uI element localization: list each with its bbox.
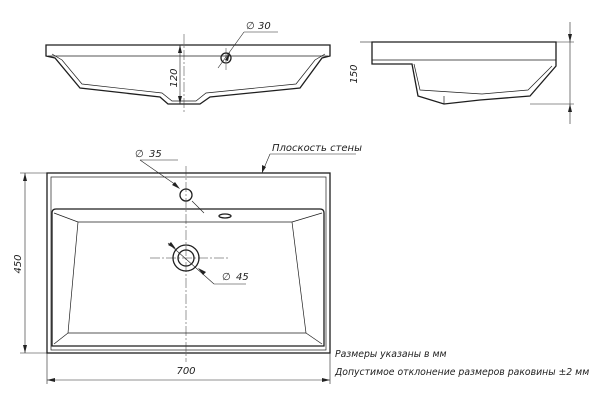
plan-width-label: 700 bbox=[176, 366, 195, 377]
plan-outer-outline bbox=[46, 172, 331, 354]
plan-view: ∅ 35 ∅ 45 Плоскость стены 450 700 bbox=[13, 143, 362, 384]
plan-hole-leader bbox=[139, 159, 177, 186]
plan-drain-leader bbox=[167, 242, 215, 285]
front-height-label: 120 bbox=[169, 68, 180, 87]
plan-basin-floor bbox=[67, 221, 307, 334]
plan-drain-arrow-2 bbox=[198, 268, 206, 275]
plan-basin-inner-outline bbox=[51, 208, 325, 347]
plan-drain-arrow-1 bbox=[168, 242, 176, 249]
side-height-arrow-bottom bbox=[568, 104, 572, 112]
plan-hole-leader-tail bbox=[191, 200, 205, 214]
front-hole-arrow bbox=[225, 52, 230, 61]
front-hole-leader bbox=[217, 31, 245, 69]
plan-drain-outer-circle bbox=[172, 244, 200, 272]
plan-hole-arrow bbox=[172, 182, 180, 189]
plan-depth-label: 450 bbox=[13, 254, 24, 273]
side-inner-bowl bbox=[413, 63, 553, 95]
wall-plane-label: Плоскость стены bbox=[272, 143, 362, 154]
side-outer-outline bbox=[371, 41, 557, 105]
front-basin-inner-outline bbox=[51, 53, 326, 102]
side-height-arrow-top bbox=[568, 34, 572, 42]
plan-drain-label: 45 bbox=[236, 272, 249, 283]
side-height-label: 150 bbox=[349, 64, 360, 83]
front-height-arrow-bottom bbox=[178, 96, 182, 104]
plan-tap-hole-circle bbox=[179, 188, 193, 202]
plan-overflow-slot bbox=[218, 213, 232, 219]
plan-width-arrow-right bbox=[322, 378, 330, 382]
plan-basin-slope-1 bbox=[53, 212, 79, 223]
note-tolerance: Допустимое отклонение размеров раковины … bbox=[334, 367, 589, 378]
front-basin-outer-outline bbox=[45, 44, 331, 105]
wall-plane-arrow bbox=[262, 165, 266, 173]
plan-basin-slope-3 bbox=[53, 332, 69, 345]
plan-rim-inner bbox=[50, 176, 327, 351]
plan-basin-slope-4 bbox=[305, 332, 323, 345]
front-hole-label: 30 bbox=[258, 21, 271, 32]
front-hole-diameter-symbol: ∅ bbox=[246, 21, 255, 32]
front-height-arrow-top bbox=[178, 45, 182, 53]
plan-basin-slope-2 bbox=[291, 212, 323, 223]
plan-drain-inner-circle bbox=[177, 249, 195, 267]
note-units: Размеры указаны в мм bbox=[335, 349, 446, 360]
notes-block: Размеры указаны в мм Допустимое отклонен… bbox=[334, 349, 589, 378]
plan-depth-arrow-top bbox=[23, 173, 27, 181]
front-section-view: 120 ∅ 30 bbox=[45, 21, 331, 112]
plan-hole-diameter-symbol: ∅ bbox=[135, 149, 144, 160]
plan-hole-label: 35 bbox=[149, 149, 162, 160]
plan-depth-arrow-bottom bbox=[23, 345, 27, 353]
side-view: 150 bbox=[349, 22, 574, 124]
plan-drain-diameter-symbol: ∅ bbox=[222, 272, 231, 283]
plan-width-arrow-left bbox=[47, 378, 55, 382]
